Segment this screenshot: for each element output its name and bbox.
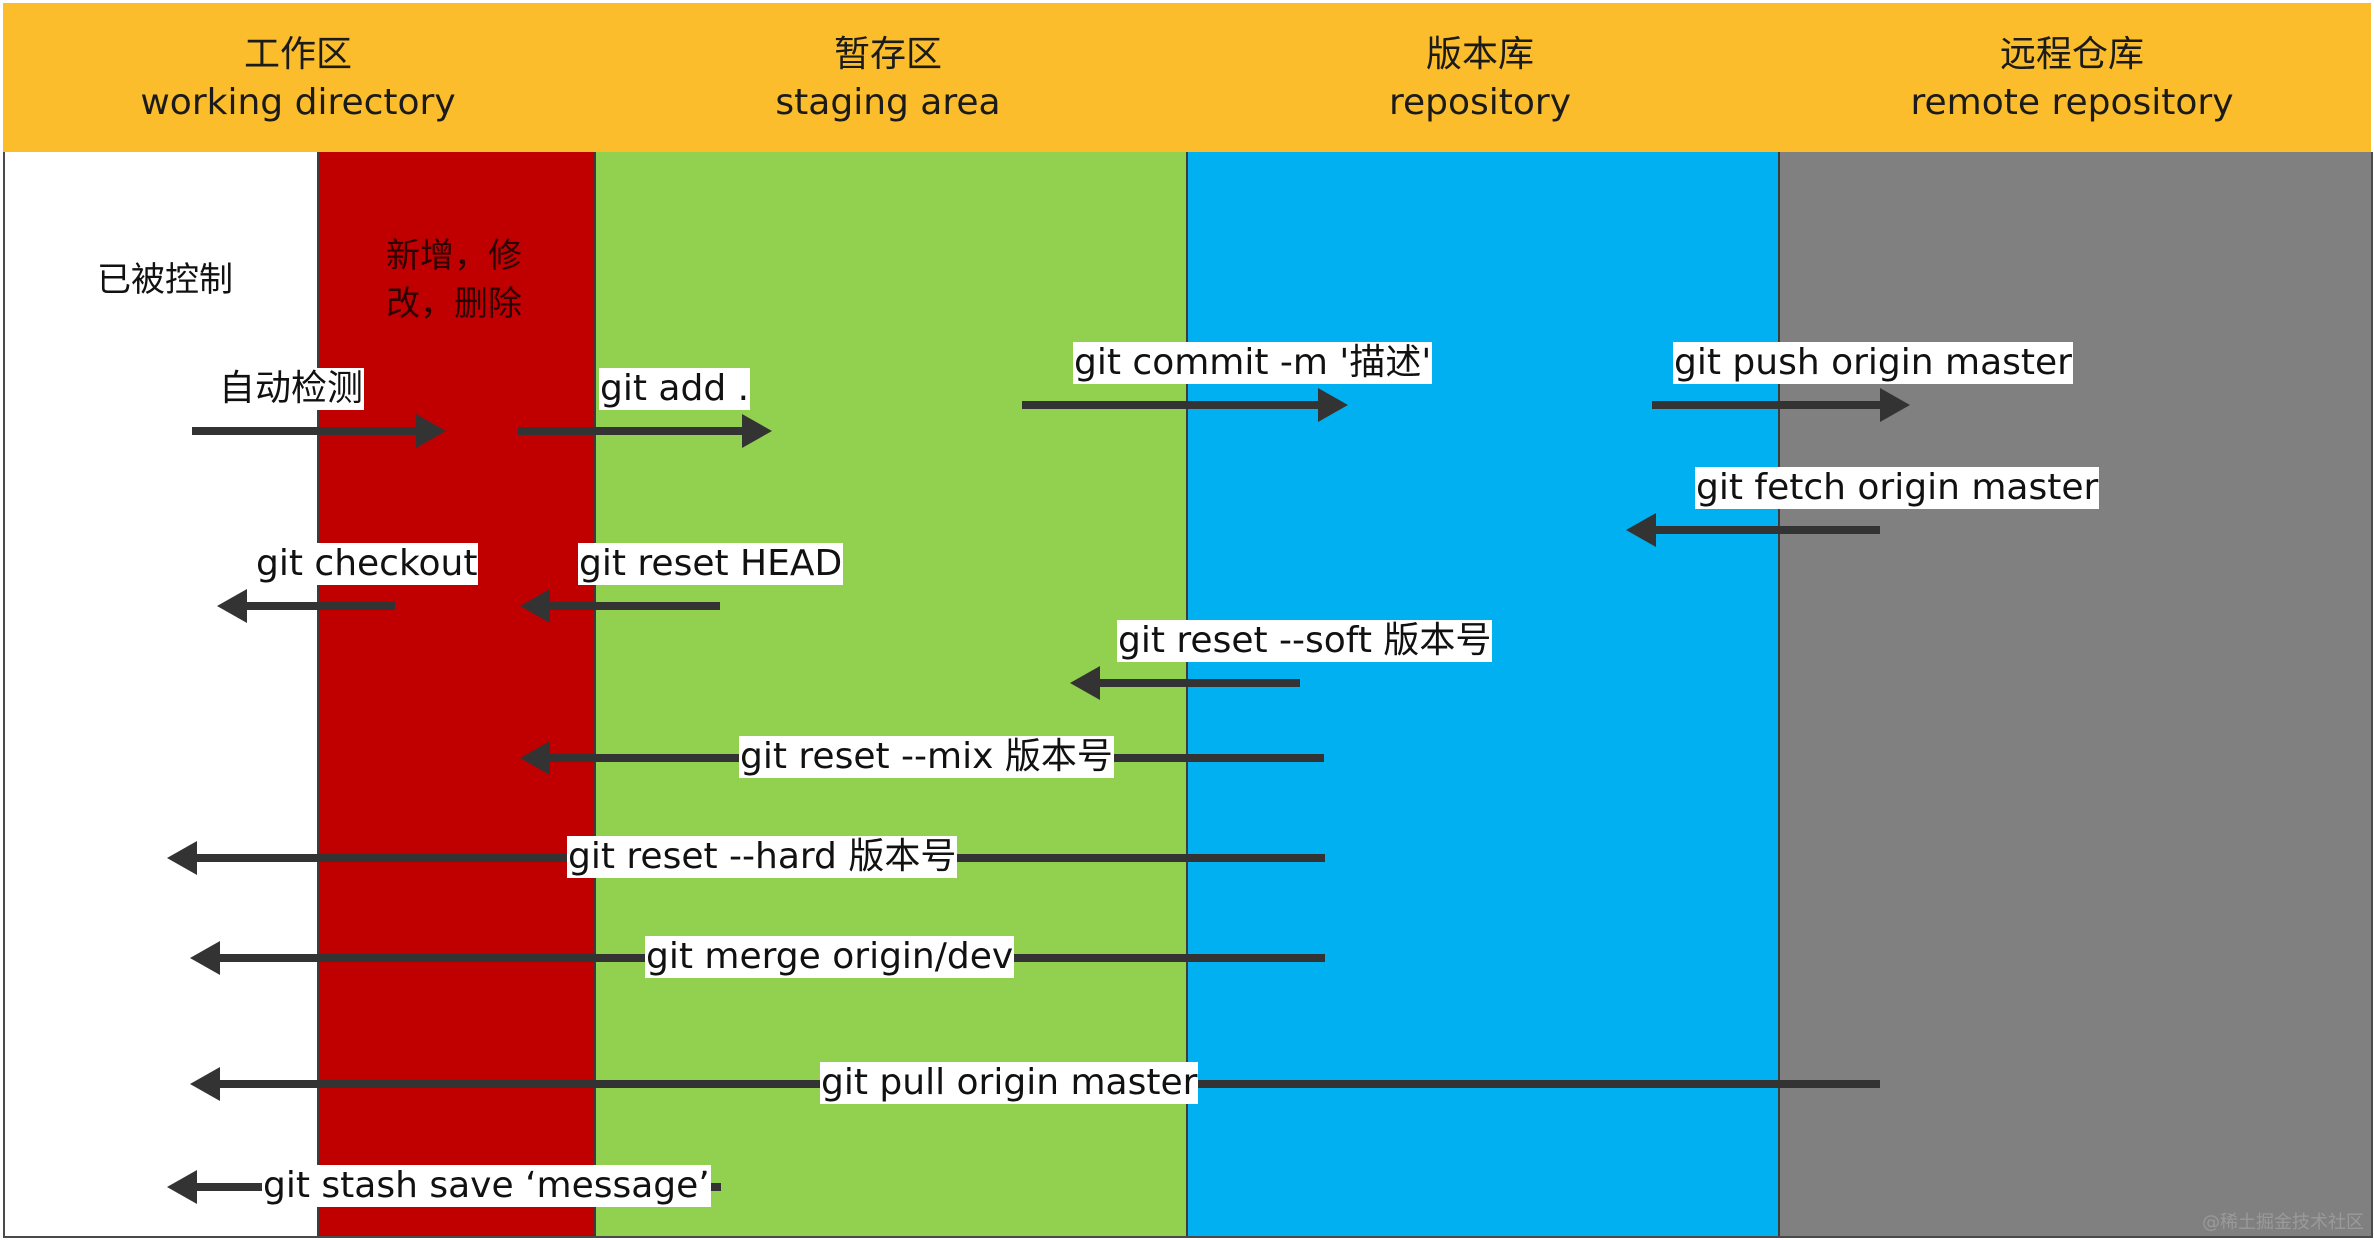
header-repository-zh: 版本库 (1425, 34, 1534, 75)
header-remote: 远程仓库 remote repository (1777, 31, 2367, 127)
header-remote-zh: 远程仓库 (1999, 34, 2144, 75)
arrow-auto-detect (192, 414, 446, 448)
zone-repository (1187, 152, 1779, 1238)
header-repository: 版本库 repository (1185, 31, 1775, 127)
header-staging-zh: 暂存区 (833, 34, 942, 75)
label-git-reset-hard: git reset --hard 版本号 (567, 836, 958, 878)
header-staging-en: staging area (775, 82, 1001, 123)
label-git-checkout: git checkout (255, 543, 479, 585)
tracked-label: 已被控制 (97, 260, 233, 300)
label-git-pull: git pull origin master (820, 1062, 1199, 1104)
label-git-reset-mix: git reset --mix 版本号 (739, 736, 1114, 778)
header-remote-en: remote repository (1910, 82, 2234, 123)
label-git-reset-head: git reset HEAD (578, 543, 844, 585)
divider-1 (317, 152, 319, 1238)
label-git-push: git push origin master (1673, 342, 2073, 384)
arrow-git-push (1652, 388, 1910, 422)
label-git-commit: git commit -m '描述' (1073, 342, 1433, 384)
header-band: 工作区 working directory 暂存区 staging area 版… (3, 3, 2371, 152)
header-repository-en: repository (1388, 82, 1572, 123)
zone-remote-repository (1779, 152, 2371, 1238)
zone-working-directory (3, 152, 318, 1238)
header-working: 工作区 working directory (3, 31, 593, 127)
arrow-git-reset-head (520, 589, 720, 623)
arrow-git-add (518, 414, 772, 448)
label-git-add: git add . (599, 368, 751, 410)
label-git-reset-soft: git reset --soft 版本号 (1117, 620, 1493, 662)
modified-label-line2: 改，删除 (386, 284, 522, 324)
divider-4 (1778, 152, 1780, 1238)
divider-2 (594, 152, 596, 1238)
modified-label-line1: 新增，修 (386, 236, 522, 276)
header-working-en: working directory (140, 82, 456, 123)
zone-modified (318, 152, 595, 1238)
arrow-git-reset-soft (1070, 666, 1300, 700)
label-auto-detect: 自动检测 (218, 368, 365, 410)
label-git-stash: git stash save ‘message’ (262, 1165, 711, 1207)
arrow-git-commit (1022, 388, 1348, 422)
arrow-git-fetch (1626, 513, 1880, 547)
label-git-fetch: git fetch origin master (1695, 467, 2100, 509)
header-working-zh: 工作区 (243, 34, 352, 75)
header-staging: 暂存区 staging area (593, 31, 1183, 127)
watermark-text: @稀土掘金技术社区 (2202, 1212, 2364, 1233)
label-git-merge: git merge origin/dev (645, 936, 1015, 978)
divider-3 (1186, 152, 1188, 1238)
arrow-git-checkout (217, 589, 395, 623)
